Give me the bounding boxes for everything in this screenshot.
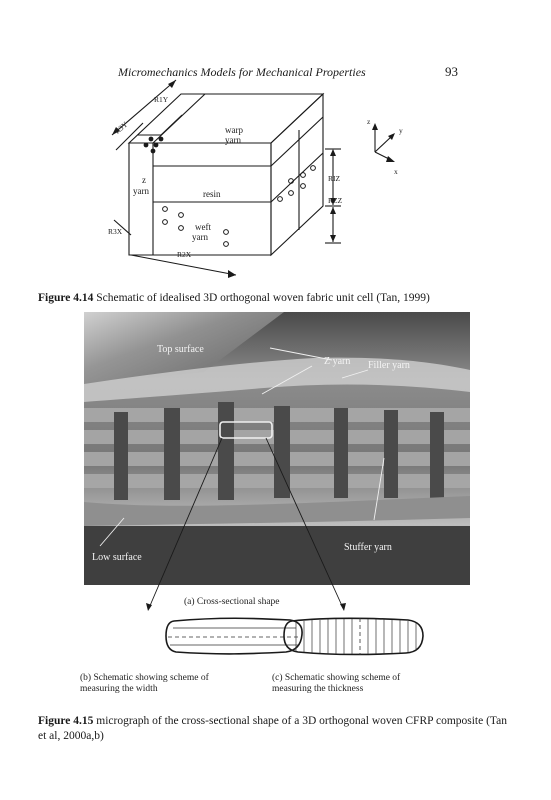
dim-r3x: R3X bbox=[108, 227, 123, 236]
figure-4-15-caption: Figure 4.15 micrograph of the cross-sect… bbox=[38, 714, 516, 744]
low-surface-label: Low surface bbox=[92, 552, 142, 563]
subcaption-c: (c) Schematic showing scheme of measurin… bbox=[272, 673, 400, 695]
highlighted-yarn-section bbox=[219, 421, 273, 439]
figure-4-14-caption: Figure 4.14 Schematic of idealised 3D or… bbox=[38, 291, 518, 306]
z-yarn-label-2: yarn bbox=[133, 186, 149, 196]
dim-r2x: R2X bbox=[177, 250, 192, 259]
subcaption-b-line1: (b) Schematic showing scheme of bbox=[80, 673, 209, 683]
subcaption-c-line2: measuring the thickness bbox=[272, 684, 364, 694]
dim-r2z: RZZ bbox=[328, 196, 343, 205]
subcaption-a: (a) Cross-sectional shape bbox=[184, 597, 280, 607]
warp-yarn-dots bbox=[143, 136, 164, 154]
thickness-measurement-schematic bbox=[283, 617, 424, 656]
weft-label: weft bbox=[195, 222, 211, 232]
figure-4-15-caption-label: Figure 4.15 bbox=[38, 715, 94, 727]
z-yarn-label: z bbox=[142, 175, 146, 185]
micrograph-image: Top surface Z yarn Filler yarn Stuffer y… bbox=[84, 312, 470, 585]
dim-r1y: R1Y bbox=[154, 95, 169, 104]
figure-4-15-caption-text: micrograph of the cross-sectional shape … bbox=[38, 715, 508, 742]
page-number: 93 bbox=[445, 64, 458, 79]
subcaption-c-line1: (c) Schematic showing scheme of bbox=[272, 673, 401, 683]
figure-4-14-caption-text: Schematic of idealised 3D orthogonal wov… bbox=[93, 292, 430, 304]
subcaption-b-line2: measuring the width bbox=[80, 684, 158, 694]
resin-label: resin bbox=[203, 189, 221, 199]
warp-label: warp bbox=[225, 125, 243, 135]
unit-cell-schematic: R1Y R3Y R3X R2X RIZ RZZ warp yarn z yarn… bbox=[108, 79, 403, 278]
top-surface-label: Top surface bbox=[157, 344, 204, 355]
axis-z-label: z bbox=[367, 117, 371, 126]
stuffer-yarn-label: Stuffer yarn bbox=[344, 542, 392, 553]
figure-4-14-caption-label: Figure 4.14 bbox=[38, 292, 94, 304]
right-face bbox=[270, 92, 324, 257]
weft-label-2: yarn bbox=[192, 232, 208, 242]
running-title: Micromechanics Models for Mechanical Pro… bbox=[118, 65, 366, 79]
filler-yarn-label: Filler yarn bbox=[368, 360, 410, 371]
warp-label-2: yarn bbox=[225, 135, 241, 145]
dim-r1z: RIZ bbox=[328, 174, 341, 183]
axis-y-label: y bbox=[399, 126, 403, 135]
weft-yarn-circles bbox=[162, 165, 316, 247]
width-measurement-schematic bbox=[165, 617, 303, 655]
axis-x-label: x bbox=[394, 167, 398, 176]
subcaption-b: (b) Schematic showing scheme of measurin… bbox=[80, 673, 209, 695]
z-yarn-photo-label: Z yarn bbox=[324, 356, 350, 367]
